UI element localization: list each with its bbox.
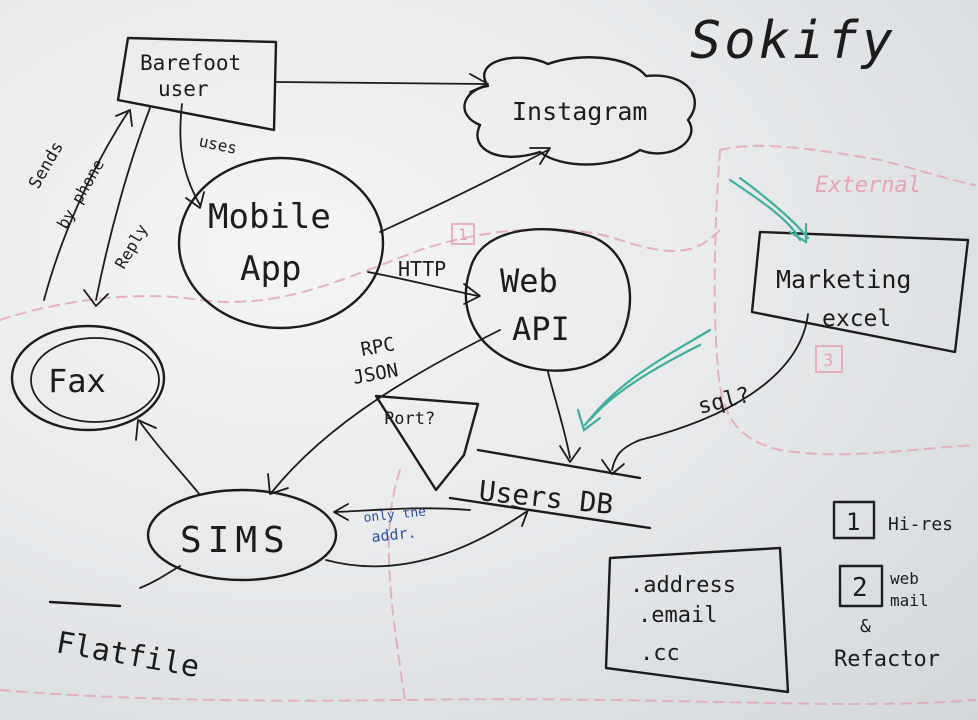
db-fields-box: .address .email .cc (604, 546, 790, 694)
edge-user-fax (95, 107, 151, 301)
db-field-cc: .cc (640, 641, 680, 666)
db-field-address: .address (630, 573, 736, 598)
edge-marketing-db (611, 313, 809, 471)
zone-marker-3: 3 (815, 345, 843, 373)
zone-marker-1-label: 1 (458, 225, 468, 244)
priority-2-text-1: web (890, 569, 919, 588)
edge-sims-db (325, 511, 527, 568)
barefoot-user-label-1: Barefoot (140, 51, 241, 75)
edge-sims-flatfile (139, 565, 181, 589)
edges (43, 73, 809, 589)
sims-label: SIMS (180, 520, 291, 561)
instagram-node: Instagram (463, 56, 697, 166)
zone-marker-1: 1 (451, 223, 475, 245)
edge-label-uses: uses (197, 131, 239, 158)
marketing-excel-label-1: Marketing (776, 265, 911, 294)
edge-label-http: HTTP (398, 257, 446, 281)
marketing-excel-node: Marketing excel (750, 230, 970, 354)
priority-2-text-2: mail (890, 591, 929, 610)
zone-marker-3-label: 3 (823, 351, 833, 371)
edge-fax-user (43, 111, 129, 301)
edge-user-instagram (275, 81, 487, 85)
fax-label: Fax (48, 362, 106, 400)
edge-label-sql: sql? (695, 383, 752, 420)
diagram-title: Sokify (690, 11, 896, 71)
edge-app-api (367, 271, 479, 297)
edge-sims-fax (139, 421, 201, 496)
users-db-label: Users DB (477, 474, 615, 521)
flatfile-label: Flatfile (54, 625, 202, 685)
mobile-app-label-2: App (240, 249, 301, 289)
users-db-node: Users DB (448, 448, 652, 530)
barefoot-user-label-2: user (158, 77, 209, 101)
flatfile-node: Flatfile (48, 600, 202, 685)
zone-boundary (0, 144, 976, 705)
web-api-node: Web API (464, 228, 632, 372)
db-field-email: .email (638, 603, 717, 628)
priority-1-num: 1 (846, 508, 860, 536)
priority-2-text-3: & (860, 616, 871, 637)
edge-label-json: JSON (351, 359, 400, 389)
edge-label-by-phone: by phone (53, 156, 108, 232)
mobile-app-label-1: Mobile (208, 197, 331, 237)
edge-db-sims (335, 507, 471, 513)
edge-api-sims (271, 329, 501, 493)
instagram-label: Instagram (512, 97, 647, 126)
priority-2: 2 web mail & Refactor (834, 564, 940, 672)
external-label: External (815, 173, 921, 198)
priority-1: 1 Hi-res (832, 500, 953, 540)
marketing-excel-label-2: excel (822, 306, 891, 332)
mobile-app-node: Mobile App (177, 156, 385, 330)
priority-2-text-4: Refactor (834, 647, 940, 672)
edge-label-reply: Reply (111, 220, 152, 272)
edge-user-app (179, 103, 201, 206)
web-api-label-2: API (512, 310, 570, 348)
port-node: Port? (374, 394, 480, 492)
sims-node: SIMS (146, 488, 338, 582)
teal-arrows (576, 176, 810, 432)
edge-label-sends: Sends (25, 138, 68, 192)
web-api-label-1: Web (500, 262, 558, 300)
priority-1-text: Hi-res (888, 514, 953, 535)
barefoot-user-node: Barefoot user (116, 36, 278, 132)
fax-node: Fax (10, 324, 166, 432)
edge-label-only-the: only the (363, 504, 427, 525)
edge-api-db (547, 371, 571, 459)
priority-2-num: 2 (852, 573, 868, 603)
edge-label-rpc: RPC (359, 333, 397, 361)
edge-label-addr: addr. (371, 523, 418, 546)
port-label: Port? (384, 409, 435, 429)
edge-app-instagram (379, 149, 549, 233)
